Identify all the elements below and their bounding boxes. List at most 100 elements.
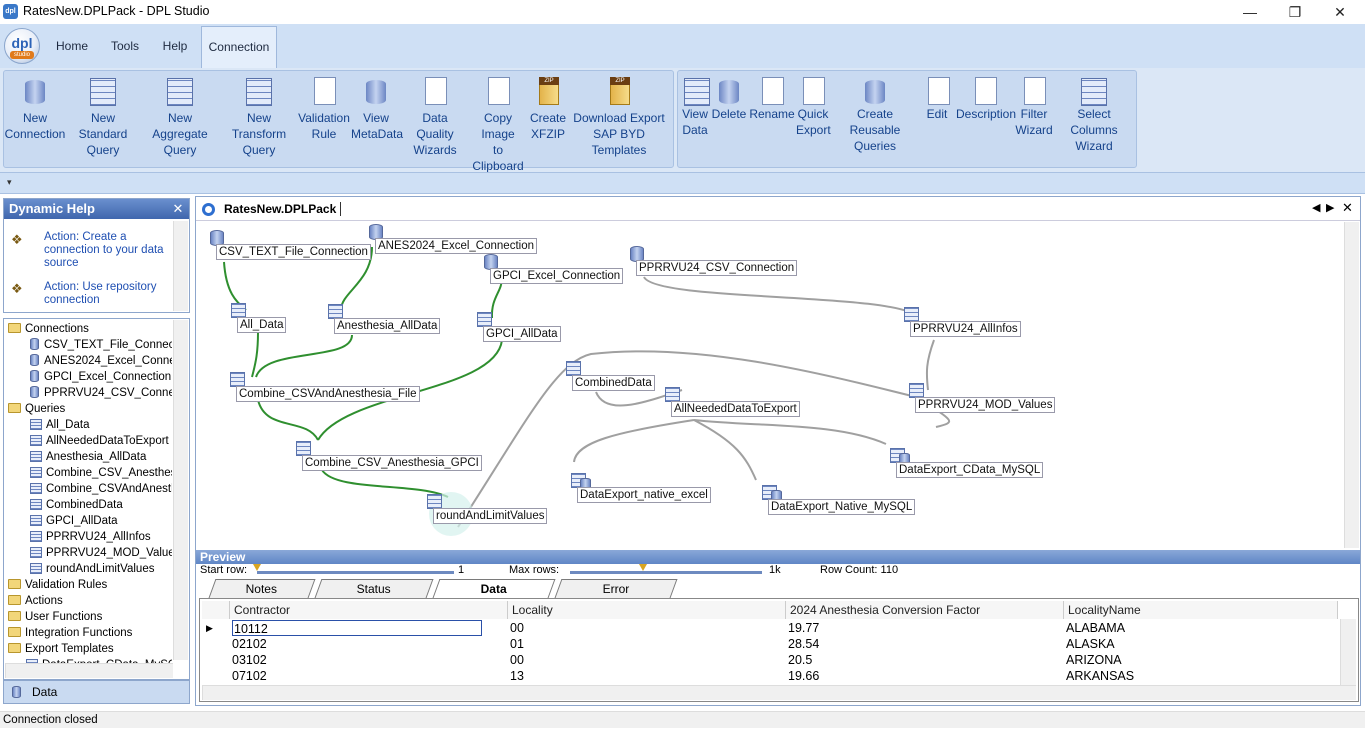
help-action-repository[interactable]: Action: Use repository connection xyxy=(44,281,157,306)
diagram-node[interactable]: DataExport_native_excel xyxy=(577,487,711,503)
diagram-node[interactable]: Combine_CSV_Anesthesia_GPCI xyxy=(302,455,482,471)
diagram-node[interactable]: GPCI_Excel_Connection xyxy=(490,268,624,284)
tree-folder[interactable]: Validation Rules xyxy=(8,577,172,593)
menu-tab-home[interactable]: Home xyxy=(55,39,88,53)
tab-status[interactable]: Status xyxy=(314,579,434,598)
tree-folder[interactable]: Export Templates xyxy=(8,641,172,657)
delete-button[interactable]: Delete xyxy=(711,74,747,122)
column-header[interactable]: Contractor xyxy=(230,601,508,619)
start-row-track[interactable] xyxy=(257,571,454,574)
rename-button[interactable]: Rename xyxy=(749,74,795,122)
minimize-button[interactable]: — xyxy=(1243,4,1257,20)
table-cell[interactable]: 07102 xyxy=(232,669,267,683)
column-header[interactable]: Locality xyxy=(508,601,786,619)
grid-vscrollbar[interactable] xyxy=(1340,619,1356,685)
tab-prev-icon[interactable]: ◀ xyxy=(1312,202,1321,214)
grid-hscrollbar[interactable] xyxy=(202,685,1356,700)
diagram-node[interactable]: CSV_TEXT_File_Connection xyxy=(216,244,371,260)
tree-folder-queries[interactable]: Queries xyxy=(8,401,172,417)
table-cell[interactable]: 19.77 xyxy=(788,621,820,635)
column-header[interactable]: LocalityName xyxy=(1064,601,1338,619)
table-cell[interactable]: 20.5 xyxy=(788,653,813,667)
tree-folder[interactable]: Integration Functions xyxy=(8,625,172,641)
close-button[interactable]: ✕ xyxy=(1334,4,1346,20)
dynamic-help-close-icon[interactable]: ✕ xyxy=(172,201,184,216)
tree-hscrollbar[interactable] xyxy=(5,663,173,678)
start-row-slider[interactable] xyxy=(253,564,261,571)
diagram-node[interactable]: roundAndLimitValues xyxy=(433,508,548,524)
description-button[interactable]: Description xyxy=(956,74,1016,122)
tree-item-query[interactable]: GPCI_AllData xyxy=(30,513,172,529)
tree-item-connection[interactable]: PPRRVU24_CSV_Connec xyxy=(30,385,172,401)
tree-item-query[interactable]: Anesthesia_AllData xyxy=(30,449,172,465)
tab-close-icon[interactable]: ✕ xyxy=(1342,200,1353,215)
table-cell[interactable]: 28.54 xyxy=(788,637,820,651)
canvas-scrollbar[interactable] xyxy=(1344,222,1359,548)
diagram-node[interactable]: PPRRVU24_CSV_Connection xyxy=(636,260,798,276)
restore-button[interactable]: ❐ xyxy=(1288,4,1302,20)
diagram-node[interactable]: PPRRVU24_MOD_Values xyxy=(915,397,1056,413)
table-cell[interactable]: 00 xyxy=(510,621,524,635)
tab-next-icon[interactable]: ▶ xyxy=(1326,202,1335,214)
diagram-node[interactable]: ANES2024_Excel_Connection xyxy=(375,238,537,254)
data-panel-tab[interactable]: Data xyxy=(3,680,190,704)
tree-item-query[interactable]: AllNeededDataToExport xyxy=(30,433,172,449)
menu-tab-help[interactable]: Help xyxy=(162,39,188,53)
table-cell[interactable]: 19.66 xyxy=(788,669,820,683)
table-cell[interactable]: 00 xyxy=(510,653,524,667)
help-scrollbar[interactable] xyxy=(173,221,188,311)
tree-item-query[interactable]: Combine_CSV_Anesthesia xyxy=(30,465,172,481)
menu-tab-connection[interactable]: Connection xyxy=(201,26,277,68)
document-tab[interactable]: RatesNew.DPLPack xyxy=(224,202,342,216)
diagram-node[interactable]: DataExport_Native_MySQL xyxy=(768,499,916,515)
tree-item-connection[interactable]: ANES2024_Excel_Connec xyxy=(30,353,172,369)
table-cell[interactable]: 01 xyxy=(510,637,524,651)
tree-item-query[interactable]: Combine_CSVAndAnesthe xyxy=(30,481,172,497)
table-cell[interactable]: 02102 xyxy=(232,637,267,651)
diagram-node[interactable]: DataExport_CData_MySQL xyxy=(896,462,1044,478)
max-rows-slider[interactable] xyxy=(638,564,647,571)
tree-folder[interactable]: User Functions xyxy=(8,609,172,625)
tree-item-query[interactable]: CombinedData xyxy=(30,497,172,513)
tree-scrollbar[interactable] xyxy=(173,320,188,660)
tree-folder-connections[interactable]: Connections xyxy=(8,321,172,337)
diagram-node[interactable]: Anesthesia_AllData xyxy=(334,318,441,334)
collapse-icon[interactable]: ▾ xyxy=(7,177,12,187)
diagram-node[interactable]: AllNeededDataToExport xyxy=(671,401,800,417)
diagram-node[interactable]: Combine_CSVAndAnesthesia_File xyxy=(236,386,420,402)
tab-notes[interactable]: Notes xyxy=(208,579,316,598)
diagram-node[interactable]: GPCI_AllData xyxy=(483,326,561,342)
edit-button[interactable]: Edit xyxy=(922,74,952,122)
tree-item-query[interactable]: PPRRVU24_AllInfos xyxy=(30,529,172,545)
column-header[interactable]: 2024 Anesthesia Conversion Factor xyxy=(786,601,1064,619)
tree-item-query[interactable]: roundAndLimitValues xyxy=(30,561,172,577)
table-cell[interactable]: ALASKA xyxy=(1066,637,1115,651)
menu-tab-tools[interactable]: Tools xyxy=(110,39,139,53)
table-cell[interactable]: ALABAMA xyxy=(1066,621,1126,635)
tab-error[interactable]: Error xyxy=(554,579,678,598)
tree-item-query[interactable]: All_Data xyxy=(30,417,172,433)
table-cell[interactable]: 13 xyxy=(510,669,524,683)
tab-data[interactable]: Data xyxy=(432,579,556,598)
diagram-node[interactable]: All_Data xyxy=(237,317,287,333)
diagram-node[interactable]: PPRRVU24_AllInfos xyxy=(910,321,1021,337)
tree-item-query[interactable]: PPRRVU24_MOD_Values xyxy=(30,545,172,561)
help-action-create-connection[interactable]: Action: Create a connection to your data… xyxy=(44,231,164,269)
